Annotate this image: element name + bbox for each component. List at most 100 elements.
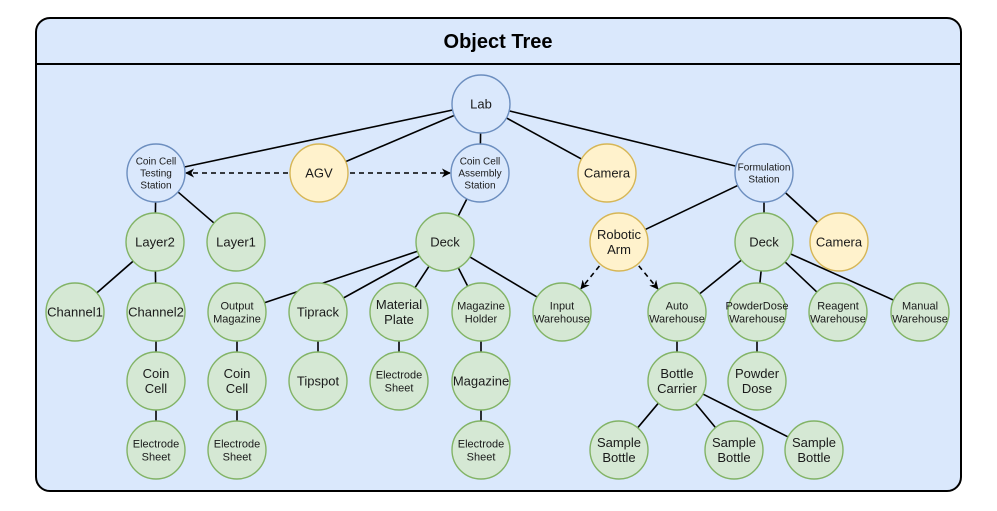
node-circle-fs (734, 143, 794, 203)
edge-deck1-magholder (457, 267, 469, 287)
edge-deck1-tiprack (343, 255, 420, 299)
node-circle-sb2 (704, 420, 764, 480)
node-circle-cc2 (207, 351, 267, 411)
node-ch2: Channel2 (126, 282, 186, 342)
node-label-line: AGV (305, 166, 333, 181)
node-label-deck1: Deck (430, 235, 460, 250)
edges-layer (96, 109, 894, 438)
node-circle-sb1 (589, 420, 649, 480)
node-label-line: Warehouse (729, 313, 785, 325)
node-label-tiprack: Tiprack (297, 305, 340, 320)
node-tipspot: Tipspot (288, 351, 348, 411)
node-label-line: Camera (584, 166, 631, 181)
node-label-line: Warehouse (534, 313, 590, 325)
node-label-line: Formulation (738, 163, 791, 174)
edge-deck2-autowh (699, 259, 742, 295)
node-circle-lab (451, 74, 511, 134)
node-label-line: Coin (224, 366, 251, 381)
node-label-line: Electrode (458, 438, 504, 450)
node-agv: AGV (289, 143, 349, 203)
node-label-line: Warehouse (649, 313, 705, 325)
node-label-line: Layer1 (216, 235, 256, 250)
node-circle-bottlecarrier (647, 351, 707, 411)
node-label-line: Material (376, 297, 422, 312)
node-label-line: Electrode (133, 438, 179, 450)
node-label-line: Bottle (797, 450, 830, 465)
node-label-line: Output (220, 300, 253, 312)
node-label-line: Electrode (214, 438, 260, 450)
diagram-title: Object Tree (444, 31, 553, 53)
edge-bottlecarrier-sb1 (637, 402, 659, 429)
node-label-line: Coin Cell (460, 157, 501, 168)
node-label-line: Robotic (597, 227, 642, 242)
node-deck2: Deck (734, 212, 794, 272)
node-circle-es_plate (369, 351, 429, 411)
edge-layer2-ch1 (96, 260, 134, 294)
node-label-line: Magazine (213, 313, 261, 325)
node-circle-deck2 (734, 212, 794, 272)
node-cam2: Camera (809, 212, 869, 272)
node-circle-tiprack (288, 282, 348, 342)
node-circle-cam2 (809, 212, 869, 272)
edge-deck1-matplate (414, 265, 430, 289)
node-label-line: Carrier (657, 381, 697, 396)
node-label-line: Station (464, 180, 495, 191)
node-label-line: Lab (470, 97, 492, 112)
node-circle-layer2 (125, 212, 185, 272)
edge-deck2-reagwh (784, 261, 818, 293)
dashed-arrow-robot-to-inwh (580, 265, 601, 290)
node-label-line: Dose (742, 381, 772, 396)
node-label-line: Bottle (717, 450, 750, 465)
node-label-line: Deck (749, 235, 779, 250)
edge-cca-deck1 (457, 198, 468, 217)
node-label-lab: Lab (470, 97, 492, 112)
node-label-line: Coin Cell (136, 157, 177, 168)
edge-bottlecarrier-sb2 (694, 402, 717, 429)
node-circle-deck1 (415, 212, 475, 272)
node-label-line: Warehouse (892, 313, 948, 325)
node-label-line: Sheet (223, 451, 252, 463)
node-label-line: Channel2 (128, 305, 184, 320)
node-label-line: Channel1 (47, 305, 103, 320)
node-label-line: Magazine (457, 300, 505, 312)
node-label-layer1: Layer1 (216, 235, 256, 250)
node-layer1: Layer1 (206, 212, 266, 272)
node-layer2: Layer2 (125, 212, 185, 272)
edge-lab-cct (184, 109, 453, 168)
node-label-cam2: Camera (816, 235, 863, 250)
node-label-ch2: Channel2 (128, 305, 184, 320)
node-circle-cam1 (577, 143, 637, 203)
node-circle-matplate (369, 282, 429, 342)
node-circle-cct (126, 143, 186, 203)
node-label-line: Magazine (453, 374, 509, 389)
node-label-line: PowderDose (726, 300, 789, 312)
node-circle-sb3 (784, 420, 844, 480)
node-circle-pdwh (727, 282, 787, 342)
node-circle-powderdose (727, 351, 787, 411)
node-label-line: Deck (430, 235, 460, 250)
node-label-line: Cell (226, 381, 249, 396)
